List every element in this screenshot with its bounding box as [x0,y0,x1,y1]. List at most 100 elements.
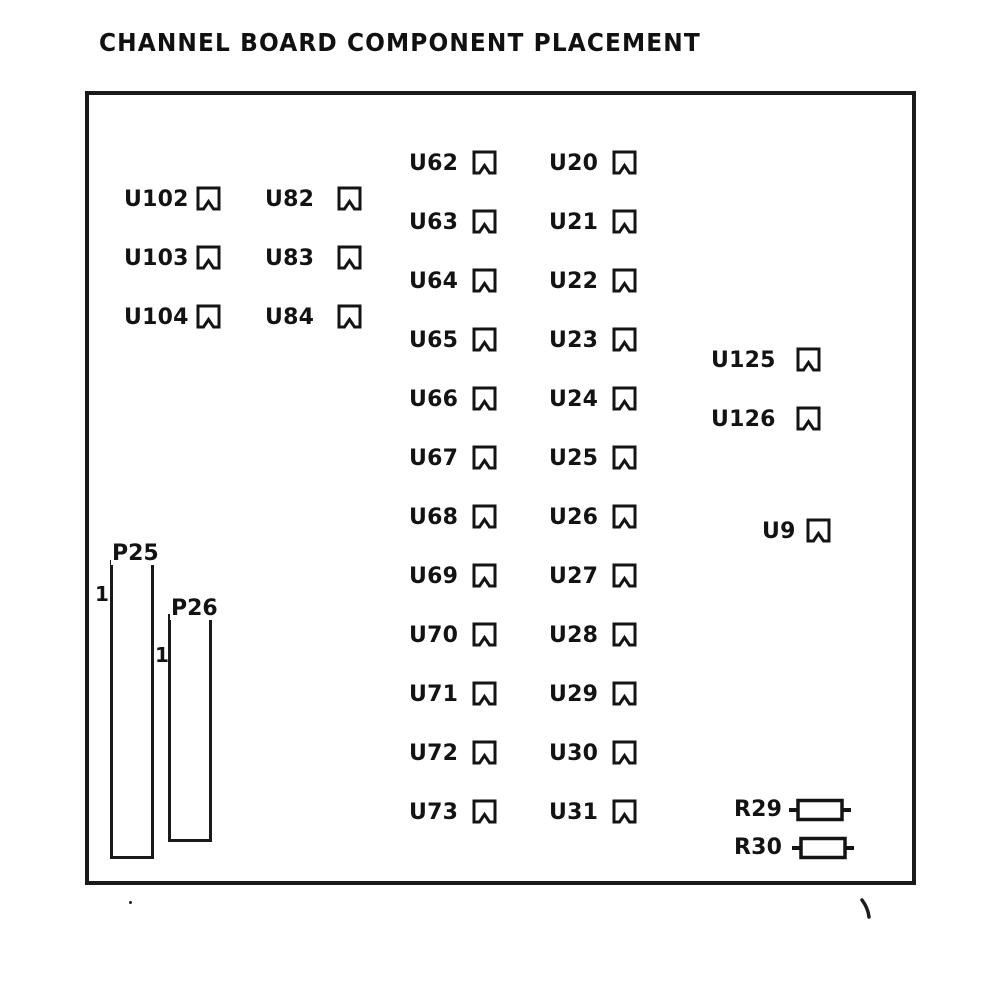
component-label-r30: R30 [734,835,783,860]
ic-notch-icon [612,504,637,529]
component-label-u103: U103 [124,246,189,271]
component-label-r29: R29 [734,797,783,822]
ic-notch-icon-glyph [472,740,497,765]
ic-notch-icon [612,445,637,470]
ic-notch-icon [472,799,497,824]
ic-notch-icon-glyph [612,504,637,529]
ic-notch-icon-glyph [472,799,497,824]
ic-notch-icon-glyph [612,622,637,647]
ic-notch-icon-glyph [472,622,497,647]
ic-notch-icon [612,799,637,824]
ic-notch-icon-glyph [196,186,221,211]
ic-notch-icon [612,327,637,352]
component-label-u27: U27 [549,564,599,589]
ic-notch-icon [472,268,497,293]
ic-notch-icon [472,445,497,470]
ic-notch-icon [472,386,497,411]
ic-notch-icon [796,406,821,431]
ic-notch-icon-glyph [612,327,637,352]
component-label-u73: U73 [409,800,459,825]
ic-notch-icon-glyph [472,150,497,175]
component-label-u29: U29 [549,682,599,707]
component-label-u84: U84 [265,305,315,330]
scan-stroke-artifact [860,898,874,920]
component-label-u104: U104 [124,305,189,330]
ic-notch-icon [472,740,497,765]
ic-notch-icon-glyph [796,406,821,431]
component-label-u82: U82 [265,187,315,212]
ic-notch-icon [612,622,637,647]
ic-notch-icon-glyph [612,799,637,824]
ic-notch-icon [337,245,362,270]
ic-notch-icon [472,150,497,175]
component-label-u67: U67 [409,446,459,471]
component-label-u22: U22 [549,269,599,294]
component-label-u28: U28 [549,623,599,648]
component-label-u68: U68 [409,505,459,530]
connector-label-p26: P26 [170,596,219,621]
ic-notch-icon [806,518,831,543]
ic-notch-icon [337,186,362,211]
resistor-icon [792,836,854,860]
ic-notch-icon-glyph [612,563,637,588]
ic-notch-icon [612,150,637,175]
component-label-u69: U69 [409,564,459,589]
component-label-u31: U31 [549,800,599,825]
component-label-u24: U24 [549,387,599,412]
ic-notch-icon [196,304,221,329]
component-label-u66: U66 [409,387,459,412]
component-label-u62: U62 [409,151,459,176]
component-label-u26: U26 [549,505,599,530]
ic-notch-icon [612,386,637,411]
component-label-u65: U65 [409,328,459,353]
resistor-icon-glyph [789,798,851,822]
ic-notch-icon [612,681,637,706]
ic-notch-icon-glyph [612,386,637,411]
ic-notch-icon-glyph [337,245,362,270]
ic-notch-icon-glyph [612,445,637,470]
component-label-u9: U9 [762,519,796,544]
ic-notch-icon [472,209,497,234]
ic-notch-icon-glyph [472,386,497,411]
scan-dot-artifact [129,901,132,904]
component-label-u70: U70 [409,623,459,648]
component-label-u20: U20 [549,151,599,176]
ic-notch-icon [472,504,497,529]
ic-notch-icon-glyph [472,504,497,529]
resistor-icon [789,798,851,822]
component-label-u30: U30 [549,741,599,766]
component-label-u64: U64 [409,269,459,294]
ic-notch-icon [612,563,637,588]
page-title: CHANNEL BOARD COMPONENT PLACEMENT [99,28,701,57]
ic-notch-icon [472,681,497,706]
ic-notch-icon-glyph [472,563,497,588]
ic-notch-icon-glyph [337,304,362,329]
ic-notch-icon-glyph [472,268,497,293]
ic-notch-icon-glyph [196,245,221,270]
ic-notch-icon [612,268,637,293]
component-label-u83: U83 [265,246,315,271]
ic-notch-icon-glyph [796,347,821,372]
component-label-u21: U21 [549,210,599,235]
ic-notch-icon [796,347,821,372]
ic-notch-icon-glyph [472,681,497,706]
ic-notch-icon [612,209,637,234]
ic-notch-icon-glyph [612,209,637,234]
ic-notch-icon [612,740,637,765]
ic-notch-icon-glyph [612,150,637,175]
connector-body-p25 [110,560,154,859]
ic-notch-icon [196,186,221,211]
ic-notch-icon-glyph [472,209,497,234]
component-label-u63: U63 [409,210,459,235]
ic-notch-icon [472,327,497,352]
ic-notch-icon-glyph [196,304,221,329]
pin-1-marker-p25: 1 [95,582,109,606]
component-label-u25: U25 [549,446,599,471]
ic-notch-icon-glyph [612,268,637,293]
ic-notch-icon-glyph [612,740,637,765]
ic-notch-icon [337,304,362,329]
ic-notch-icon-glyph [472,327,497,352]
board-outline [85,91,916,885]
ic-notch-icon-glyph [337,186,362,211]
